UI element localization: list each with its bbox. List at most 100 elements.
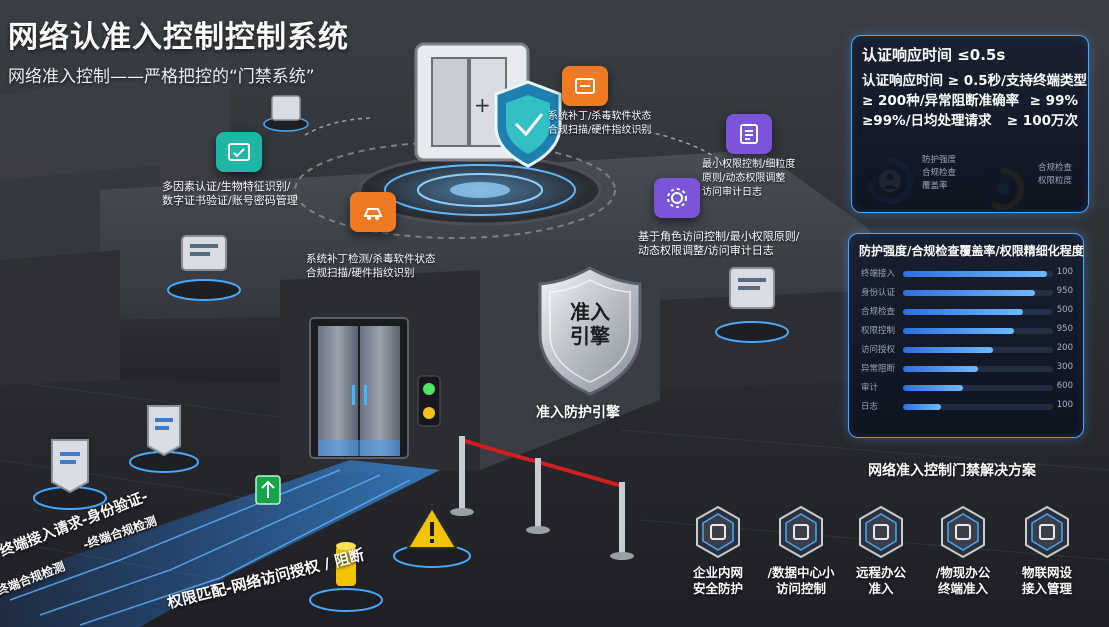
role-access-module-card xyxy=(654,178,700,218)
document-terminal-icon xyxy=(129,405,199,473)
performance-stats-panel: 认证响应时间 ≤0.5s 认证响应时间 ≥ 0.5秒/支持终端类型 ≥ 200种… xyxy=(851,35,1089,213)
solution-label-line1: /物现办公 xyxy=(935,565,991,580)
gear-icon xyxy=(1023,505,1071,559)
bar-value: 200 xyxy=(1056,343,1073,353)
building-icon xyxy=(939,505,987,559)
bar-fill xyxy=(903,271,1047,277)
bar-row: 访问授权 200 xyxy=(859,343,1073,362)
server-icon xyxy=(777,505,825,559)
ring-label-a: 防护强度合规检查覆盖率 xyxy=(922,155,957,191)
coverage-bars-panel: 防护强度/合规检查覆盖率/权限精细化程度 终端接入 100 身份认证 950 合规检查 5… xyxy=(848,233,1084,438)
solution-label-line2: 准入 xyxy=(868,581,894,596)
car-scan-icon xyxy=(363,208,383,220)
bar-fill xyxy=(903,404,941,410)
bar-value: 100 xyxy=(1056,400,1073,410)
bar-row: 日志 100 xyxy=(859,400,1073,419)
bar-fill xyxy=(903,309,1023,315)
stats-row-left: ≥ 200种/异常阻断准确率 xyxy=(862,93,1020,109)
role-access-module-label: 基于角色访问控制/最小权限原则/ 动态权限调整/访问审计日志 xyxy=(638,230,800,257)
solution-enterprise: 企业内网 安全防护 xyxy=(673,505,763,597)
solution-office: /物现办公 终端准入 xyxy=(918,505,1008,597)
bar-track xyxy=(903,290,1053,296)
solution-iot: 物联网设 接入管理 xyxy=(1002,505,1092,597)
bar-fill xyxy=(903,385,963,391)
bar-track xyxy=(903,404,1053,410)
id-check-icon xyxy=(228,143,250,161)
bar-fill xyxy=(903,366,978,372)
engine-shield-icon xyxy=(538,266,642,396)
bar-label: 审计 xyxy=(861,383,879,393)
bar-row: 异常阻断 300 xyxy=(859,362,1073,381)
bar-row: 身份认证 950 xyxy=(859,286,1073,305)
bar-label: 合规检查 xyxy=(861,307,896,317)
bar-track xyxy=(903,328,1053,334)
permission-module-card xyxy=(726,114,772,154)
compliance-module-label: 系统补丁/杀毒软件状态 合规扫描/硬件指纹识别 xyxy=(548,111,652,136)
compliance-check-module-card xyxy=(350,192,396,232)
remote-icon xyxy=(857,505,905,559)
gear-icon xyxy=(667,188,687,208)
bar-value: 950 xyxy=(1056,324,1073,334)
compliance-module-card xyxy=(562,66,608,106)
bar-track xyxy=(903,309,1053,315)
ring-label-b: 合规检查权限粒度 xyxy=(1038,163,1073,186)
list-icon xyxy=(740,124,758,144)
terminal-icon xyxy=(715,267,789,343)
bar-label: 访问授权 xyxy=(861,345,896,355)
page-title: 网络认准入控制控制系统 xyxy=(8,20,349,55)
solution-label-line2: 访问控制 xyxy=(775,581,826,596)
bar-fill xyxy=(903,347,993,353)
permission-module-label: 最小权限控制/细粒度 原则/动态权限调整 访问审计日志 xyxy=(702,159,796,198)
stats-row-left: 认证响应时间 ≥ 0.5秒/支持终端类型 xyxy=(862,73,1088,89)
auth-module-label: 多因素认证/生物特征识别/ 数字证书验证/账号密码管理 xyxy=(162,180,298,207)
bar-fill xyxy=(903,290,1035,296)
cube-terminal-icon xyxy=(263,95,309,132)
stats-row: ≥99%/日均处理请求 ≥ 100万次 xyxy=(862,111,1078,131)
engine-shield-line1: 准入 xyxy=(570,300,610,324)
beacon-icon xyxy=(309,542,383,612)
terminal-icon xyxy=(167,235,241,301)
bar-value: 950 xyxy=(1056,286,1073,296)
stats-row: ≥ 200种/异常阻断准确率 ≥ 99% xyxy=(862,91,1078,111)
stats-row: 认证响应时间 ≥ 0.5秒/支持终端类型 xyxy=(862,71,1087,91)
stats-row-right: ≥ 100万次 xyxy=(1006,113,1078,129)
bar-track xyxy=(903,271,1053,277)
bar-value: 500 xyxy=(1056,305,1073,315)
bars-title: 防护强度/合规检查覆盖率/权限精细化程度 xyxy=(859,244,1084,258)
solution-label-line1: 物联网设 xyxy=(1021,565,1072,580)
barrier-rope xyxy=(450,436,634,560)
bar-track xyxy=(903,385,1053,391)
engine-label: 准入防护引擎 xyxy=(536,405,620,421)
solution-datacenter: /数据中心小 访问控制 xyxy=(756,505,846,597)
stats-row-left: ≥99%/日均处理请求 xyxy=(862,113,992,129)
solution-label-line2: 终端准入 xyxy=(937,581,988,596)
bar-label: 终端接入 xyxy=(861,269,896,279)
bar-label: 身份认证 xyxy=(861,288,896,298)
stats-row-right: ≥ 99% xyxy=(1029,93,1078,109)
bar-value: 100 xyxy=(1056,267,1073,277)
svg-text:+: + xyxy=(474,93,491,117)
bar-track xyxy=(903,366,1053,372)
bar-label: 异常阻断 xyxy=(861,364,896,374)
scan-icon xyxy=(575,78,595,94)
ring-chart-row: 防护强度合规检查覆盖率 合规检查权限粒度 xyxy=(860,152,1082,208)
solution-label-line1: /数据中心小 xyxy=(767,565,835,580)
compliance-check-module-label: 系统补丁检测/杀毒软件状态 合规扫描/硬件指纹识别 xyxy=(306,253,436,279)
solutions-title: 网络准入控制门禁解决方案 xyxy=(868,463,1036,479)
bar-row: 终端接入 100 xyxy=(859,267,1073,286)
document-terminal-icon xyxy=(33,439,107,510)
exit-sign-icon xyxy=(255,475,281,505)
solution-label-line2: 安全防护 xyxy=(692,581,743,596)
engine-shield-text: 准入 引擎 xyxy=(550,300,630,348)
bar-track xyxy=(903,347,1053,353)
gate-shield-icon: + xyxy=(414,42,562,168)
auth-module-card xyxy=(216,132,262,172)
warning-icon xyxy=(393,506,471,568)
solution-label-line2: 接入管理 xyxy=(1021,581,1072,596)
bar-label: 日志 xyxy=(861,402,879,412)
bar-value: 300 xyxy=(1056,362,1073,372)
